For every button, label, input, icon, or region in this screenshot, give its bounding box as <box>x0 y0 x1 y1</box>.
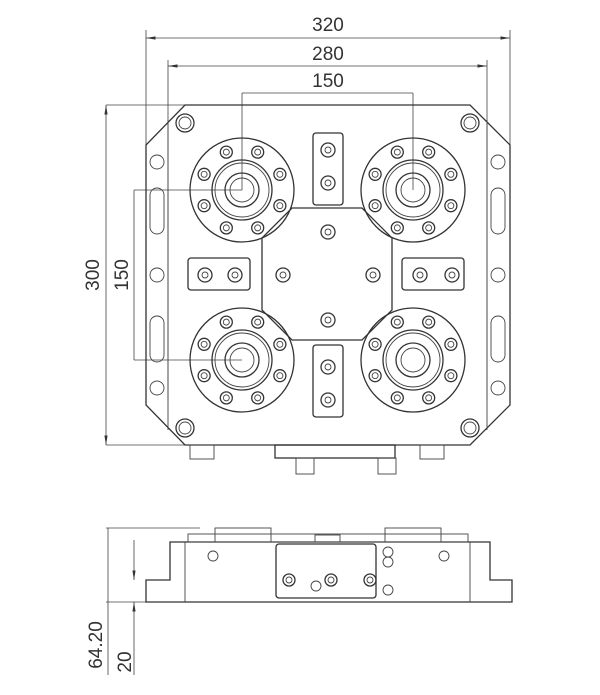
dim-320: 320 <box>312 15 344 36</box>
screw <box>275 267 291 283</box>
bolt <box>197 167 211 181</box>
bolt <box>390 221 404 235</box>
chuck <box>189 307 295 413</box>
clamp-block-right <box>401 257 465 291</box>
bolt <box>444 337 458 351</box>
bolt <box>219 391 233 405</box>
bolt <box>273 369 287 383</box>
clamp-block-bottom <box>312 344 344 418</box>
fitting <box>382 546 394 558</box>
bolt <box>251 315 265 329</box>
bolt <box>251 145 265 159</box>
bolt <box>390 145 404 159</box>
bolt <box>273 337 287 351</box>
bolt <box>219 145 233 159</box>
top-view <box>145 104 511 475</box>
screw <box>320 224 336 240</box>
chuck <box>189 137 295 243</box>
bolt <box>368 369 382 383</box>
bolt <box>197 337 211 351</box>
screw <box>324 573 338 587</box>
chuck <box>360 307 466 413</box>
screw <box>320 312 336 328</box>
fitting <box>438 550 450 562</box>
bolt <box>368 337 382 351</box>
fitting <box>310 580 322 592</box>
dim-150-vertical: 150 <box>112 259 133 291</box>
bolt <box>444 167 458 181</box>
bolt <box>368 199 382 213</box>
dim-280: 280 <box>312 44 344 65</box>
screw <box>412 267 428 283</box>
bolt <box>251 391 265 405</box>
screw <box>282 573 296 587</box>
dim-20: 20 <box>115 651 136 672</box>
dim-64-20: 64.20 <box>86 621 107 669</box>
screw <box>227 267 243 283</box>
bolt <box>219 315 233 329</box>
bolt <box>444 369 458 383</box>
fitting <box>207 550 219 562</box>
bolt <box>390 315 404 329</box>
side-view <box>145 527 513 603</box>
dim-150-horizontal: 150 <box>312 71 344 92</box>
bolt <box>368 167 382 181</box>
dim-300: 300 <box>83 259 104 291</box>
center-octagon <box>261 207 393 341</box>
bolt <box>444 199 458 213</box>
screw <box>320 359 336 375</box>
screw <box>363 573 377 587</box>
fitting <box>382 556 394 568</box>
screw <box>365 267 381 283</box>
bolt <box>273 167 287 181</box>
clamp-block-left <box>187 257 251 291</box>
dimension-lines <box>104 30 511 675</box>
bolt <box>422 315 436 329</box>
screw <box>320 142 336 158</box>
bolt <box>219 221 233 235</box>
bolt <box>422 391 436 405</box>
chuck <box>360 137 466 243</box>
bolt <box>197 199 211 213</box>
screw <box>444 267 460 283</box>
screw <box>320 175 336 191</box>
bolt <box>197 369 211 383</box>
bolt <box>390 391 404 405</box>
bolt <box>422 145 436 159</box>
bolt <box>273 199 287 213</box>
bolt <box>251 221 265 235</box>
clamp-block-top <box>312 132 344 206</box>
screw <box>197 267 213 283</box>
bolt <box>422 221 436 235</box>
screw <box>320 392 336 408</box>
fitting <box>382 584 394 596</box>
